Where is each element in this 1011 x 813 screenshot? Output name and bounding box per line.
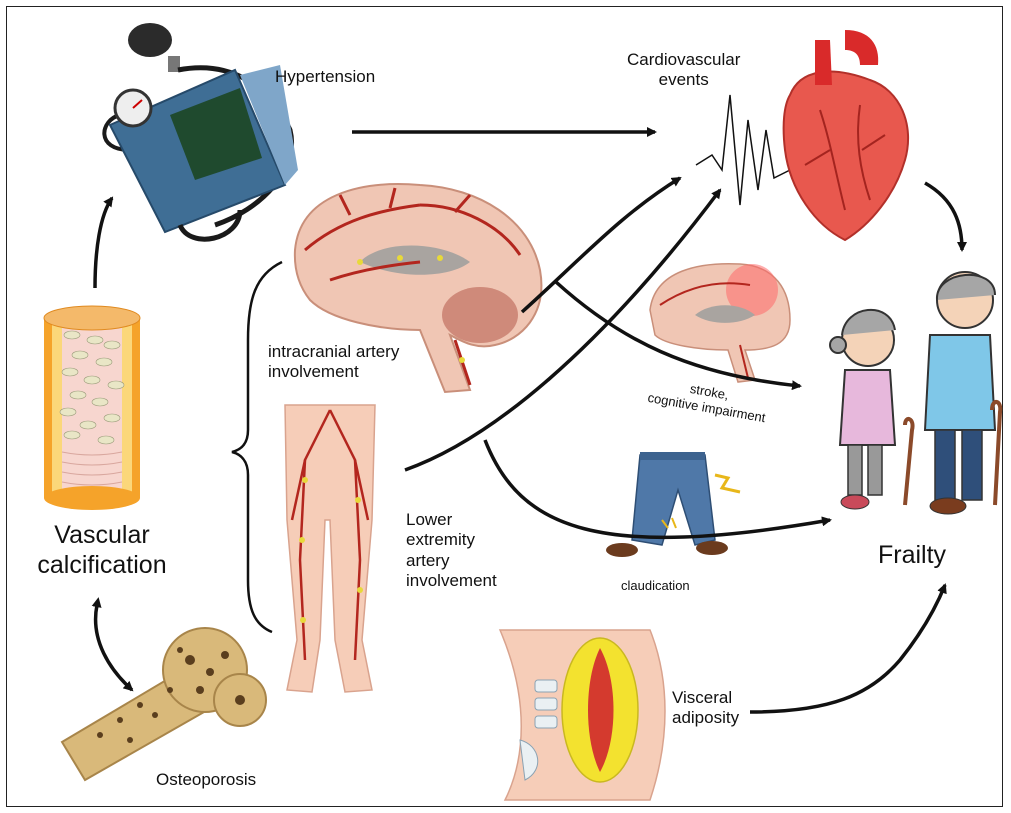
- cardiovascular-line-2: events: [627, 70, 740, 90]
- osteoporosis-label: Osteoporosis: [156, 770, 256, 790]
- visceral-adiposity-label: Visceral adiposity: [672, 688, 739, 729]
- vascular-line-2: calcification: [32, 550, 172, 580]
- cardiovascular-events-label: Cardiovascular events: [627, 50, 740, 91]
- claudication-label: claudication: [621, 578, 690, 594]
- blood-pressure-monitor-icon: [104, 23, 298, 239]
- visceral-line-2: adiposity: [672, 708, 739, 728]
- intracranial-line-1: intracranial artery: [268, 342, 399, 362]
- abdomen-cross-section-icon: [500, 630, 665, 800]
- arrow-adiposity-to-frailty: [750, 585, 945, 712]
- ecg-trace-icon: [696, 95, 790, 205]
- frailty-label: Frailty: [878, 540, 946, 570]
- hypertension-label: Hypertension: [275, 67, 375, 87]
- lower-extremity-line-3: artery: [406, 551, 497, 571]
- grouping-bracket: [232, 262, 282, 632]
- lower-extremity-line-2: extremity: [406, 530, 497, 550]
- osteoporotic-bone-icon: [62, 628, 266, 780]
- stroke-brain-icon: [650, 264, 790, 382]
- calcified-vessel-icon: [44, 306, 140, 510]
- lower-extremity-label: Lower extremity artery involvement: [406, 510, 497, 592]
- visceral-line-1: Visceral: [672, 688, 739, 708]
- lower-extremity-line-1: Lower: [406, 510, 497, 530]
- legs-artery-icon: [285, 405, 375, 692]
- arrow-heart-to-frailty: [925, 183, 962, 250]
- intracranial-line-2: involvement: [268, 362, 399, 382]
- elderly-couple-icon: [830, 272, 1000, 514]
- lower-extremity-line-4: involvement: [406, 571, 497, 591]
- arrow-calcification-to-hypertension: [95, 198, 112, 288]
- intracranial-label: intracranial artery involvement: [268, 342, 399, 383]
- cardiovascular-line-1: Cardiovascular: [627, 50, 740, 70]
- vascular-line-1: Vascular: [32, 520, 172, 550]
- vascular-calcification-label: Vascular calcification: [32, 520, 172, 580]
- walking-jeans-icon: [606, 452, 740, 557]
- heart-icon: [784, 30, 908, 240]
- arrow-calcification-osteoporosis: [96, 605, 132, 690]
